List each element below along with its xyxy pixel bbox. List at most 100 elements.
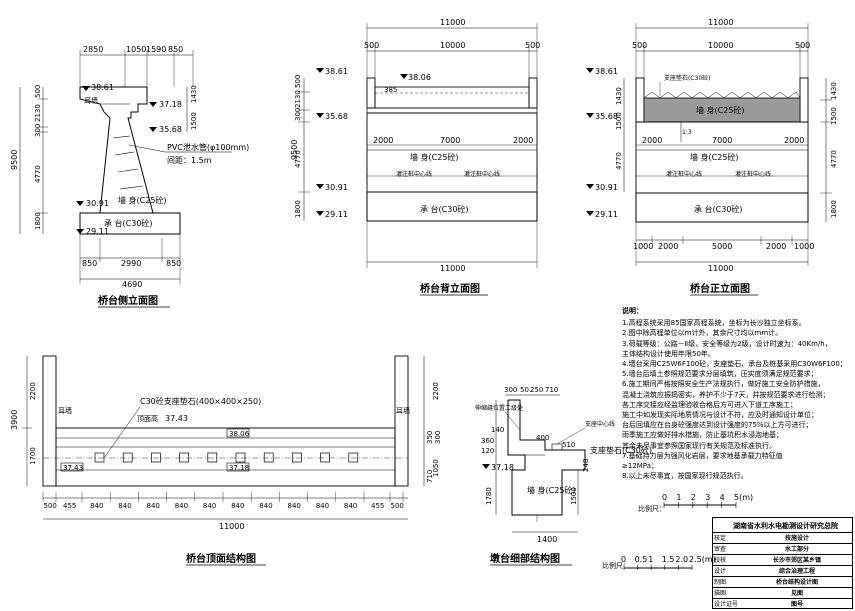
side-right-dim-1: 1430 [190,85,198,103]
front-elev-38.61: 38.61 [595,67,618,76]
plan-right-dim-3: 300 [434,431,442,444]
plan-bottom-dim: 840 [259,502,272,510]
notes-scale-tick-label: 0 [662,493,667,502]
notes-scale-tick-label: 1 [676,493,681,502]
front-bottom-dim-3: 5000 [712,242,732,251]
note-item: 4.墙台采用C25W6F100砼，支座垫石、承台及桩基采用C30W6F100； [622,360,847,369]
front-right-dim-4: 1800 [830,200,838,218]
notes-scale-tick-label: 5(m) [734,493,753,502]
side-elev-29.11: 29.11 [86,227,109,236]
title-block-row-label: 设计证号 [714,601,739,608]
cap-mid-dim-2: 510 [562,441,575,449]
front-right-dim-2: 1500 [830,107,838,125]
note-item: ≥12MPa； [622,462,659,471]
cap-bearing-label: 支座垫石(C30砼) [590,445,652,455]
plan-view: 耳墙 耳墙 C30砼支座垫石(400×400×250) 顶面高 37.43 38… [10,355,442,566]
cap-left-dim-3: 120 [481,447,494,455]
side-pvc-label: PVC泄水管(φ100mm) [167,142,249,152]
side-right-dim-2: 1500 [190,112,198,130]
front-top-dim-1: 500 [632,41,647,50]
note-item: 混凝土浇筑应振捣密实，养护不少于7天，并按规范要求进行检测； [622,390,830,399]
plan-bottom-dim: 840 [231,502,244,510]
scale-tick-label: 0.5 [635,555,648,564]
title-block-row-label: 审查 [714,546,727,553]
title-block-row-value: 图号 [790,601,803,608]
cap-body-label: 墙 身(C25砼) [527,485,576,495]
side-top-dim-3: 1590 [146,45,166,54]
title-block-row-label: 校核 [714,557,727,564]
plan-bottom-dim: 840 [316,502,329,510]
front-view-caption: 桥台正立面图 [690,282,750,295]
side-elev-38.61: 38.61 [91,83,114,92]
note-item: 主体结构设计使用年限50年。 [622,349,715,358]
front-span-dim-2: 7000 [712,136,732,145]
back-dim-385: 385 [384,86,397,94]
back-pile-center-1: 灌注桩中心线 [396,170,432,178]
title-block: 湖南省水利水电勘测设计研究总院 核定技施设计审查水工部分校核长沙市郊区某乡镇设计… [712,517,853,609]
cap-left-dim-2: 360 [481,437,494,445]
plan-bottom-dim: 840 [147,502,160,510]
plan-bottom-dim: 840 [203,502,216,510]
side-left-dim-5: 1800 [34,212,42,230]
back-span-dim-3: 2000 [513,136,533,145]
note-item: 施工中如发现实际地质情况与设计不符，应及时通知设计单位； [622,411,818,420]
scale-bar-label: 比例尺： [602,561,630,570]
cap-mid-dim-3: 248 [582,459,590,472]
plan-top-elev-label: 顶面高 [137,414,158,423]
cap-left-dim-4: 1780 [485,487,493,505]
note-item: 3.荷载等级：公路－Ⅱ级，安全等级为2级，设计时速为：40Km/h， [622,339,832,348]
back-top-total: 11000 [440,18,465,27]
plan-left-dim-2: 1700 [29,447,37,465]
title-block-row: 设计综合治理工程 [713,565,852,577]
back-elev-29.11: 29.11 [325,210,348,219]
back-top-dim-1: 500 [364,41,379,50]
note-item: 雨季施工应做好排水措施，防止基坑积水浸泡地基； [622,431,783,440]
title-block-row-value: 桥台结构设计图 [775,579,818,586]
scale-tick-label: 2.5(m) [689,555,716,564]
side-view: 2850 1050 1590 850 38.61 37.18 35.68 30.… [10,45,249,308]
note-item: 各工序交接应经监理验收合格后方可进入下道工序施工； [622,400,797,409]
plan-bottom-dim: 455 [371,502,384,510]
notes-block: 说明： 1.高程系统采用85国家高程系统，坐标为长沙独立坐标系。2.图中除高程单… [622,306,854,481]
plan-bottom-dim: 840 [175,502,188,510]
front-span-dim-3: 2000 [784,136,804,145]
bearing-pads [94,452,359,463]
side-top-dim-4: 850 [168,45,183,54]
back-elev-35.68: 35.68 [325,112,348,121]
side-total-height: 9500 [10,150,19,170]
plan-right-dim-2: 350 [426,431,434,444]
back-span-dim-2: 7000 [440,136,460,145]
note-item: 其余未尽事宜参照国家现行有关规范及标准执行。 [622,441,776,450]
back-elev-38.06: 38.06 [408,73,431,82]
bearing-pad [179,452,189,463]
title-block-row-value: 综合治理工程 [778,568,815,575]
back-elev-38.61: 38.61 [325,67,348,76]
title-block-row: 审查水工部分 [713,543,852,555]
plan-right-dim-4: 1050 [432,459,440,477]
plan-box-37.43: 37.43 [63,464,83,472]
note-item: 台后回填应在台身砼强度达到设计强度的75%以上方可进行； [622,421,813,430]
title-block-row-label: 核定 [714,535,727,542]
side-bottom-total: 4690 [122,280,142,289]
bearing-pad [348,452,359,463]
notes-scale-label: 比例尺： [638,504,666,513]
title-block-row-value: 技施设计 [784,535,809,542]
front-view: 11000 500 10000 500 1:3 38.61 35.68 30.9… [586,18,838,296]
plan-bottom-dim: 500 [44,502,57,510]
back-pile-center-2: 灌注桩中心线 [464,170,500,178]
front-elev-29.11: 29.11 [595,210,618,219]
side-top-dim-2: 1050 [126,45,146,54]
plan-bottom-dim: 840 [344,502,357,510]
scale-tick-label: 1 [648,555,653,564]
title-block-row: 校核长沙市郊区某乡镇 [713,554,852,566]
back-view-caption: 桥台背立面图 [420,282,480,295]
plan-bottom-dim: 840 [90,502,103,510]
back-left-dim-4: 4770 [294,150,302,168]
plan-box-37.18: 37.18 [229,464,249,472]
bearing-pad [207,452,218,463]
cap-top-dim-1: 300 [504,386,517,394]
